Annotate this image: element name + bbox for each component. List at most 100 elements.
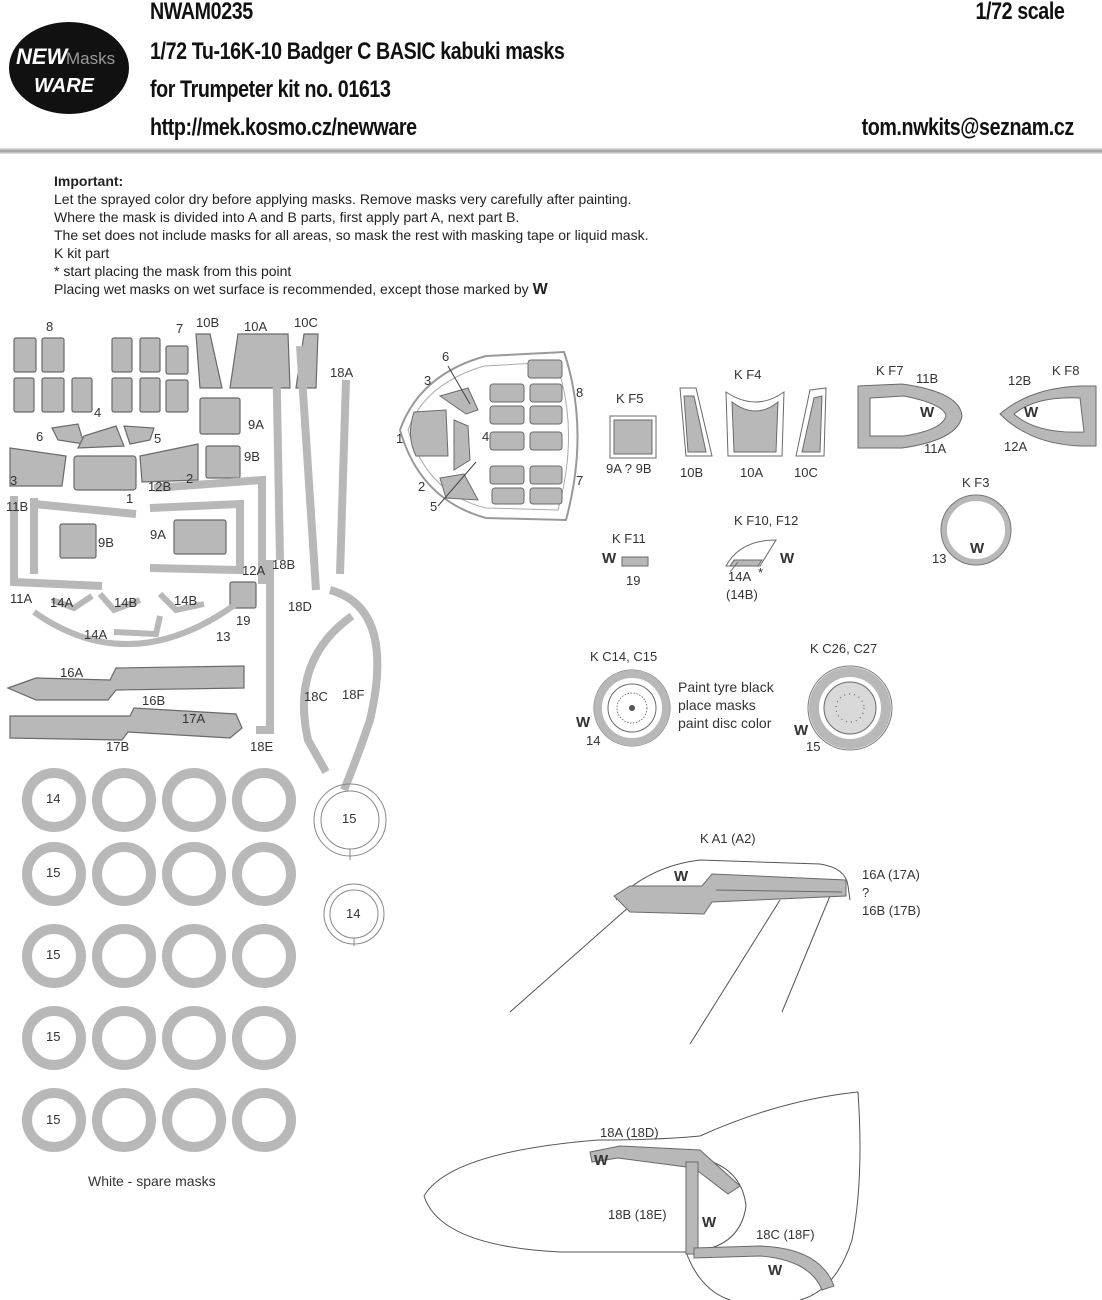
kit-part-label: 16A (17A) <box>862 867 920 882</box>
wet-mask-symbol: W <box>780 550 795 567</box>
kit-part-label: K C26, C27 <box>810 641 878 656</box>
wheel-label: 14 <box>346 906 361 921</box>
sheet-label: 17B <box>106 739 130 754</box>
sheet-label: 3 <box>10 473 18 488</box>
canopy-label: 7 <box>576 473 584 488</box>
kit-part-label: K F8 <box>1052 363 1080 378</box>
sheet-label: 14B <box>174 593 198 608</box>
canopy-label: 3 <box>424 373 432 388</box>
kit-part-label: K F4 <box>734 367 762 382</box>
wet-mask-symbol: W <box>768 1262 783 1279</box>
newware-logo: NEW Masks WARE <box>8 20 130 116</box>
sheet-label: 9B <box>98 535 114 550</box>
mask-sheet-left-strips <box>6 665 245 741</box>
sheet-label: 8 <box>46 319 54 334</box>
sheet-label: 10C <box>294 315 318 330</box>
email-link[interactable]: tom.nwkits@seznam.cz <box>861 114 1075 141</box>
sheet-label: 16A <box>60 665 84 680</box>
sheet-label: 10A <box>244 319 268 334</box>
kit-part-label: K C14, C15 <box>590 649 658 664</box>
canopy-label: 8 <box>576 385 584 400</box>
sheet-label: 11A <box>10 591 33 606</box>
kit-part-label: 11B <box>916 371 939 386</box>
kit-part-label: 18C (18F) <box>756 1227 815 1242</box>
instructions-block: Important: Let the sprayed color dry bef… <box>54 172 649 299</box>
kit-part-label: K F11 <box>612 531 646 546</box>
sheet-label: 16B <box>142 693 166 708</box>
kit-part-label: 19 <box>626 573 641 588</box>
kit-part-label: 15 <box>806 739 821 754</box>
kit-part-label: 12B <box>1008 373 1032 388</box>
wheel-label: 15 <box>342 811 357 826</box>
sheet-label: 9A <box>150 527 166 542</box>
sheet-label: 5 <box>154 431 162 446</box>
sheet-label: 17A <box>182 711 206 726</box>
canopy-label: 6 <box>442 349 450 364</box>
kit-part-label: K F3 <box>962 475 990 490</box>
sheet-label: 18D <box>288 599 312 614</box>
kit-part-f7-drawing <box>857 383 963 449</box>
wheel-label: 14 <box>46 791 61 806</box>
sheet-label: 6 <box>36 429 44 444</box>
sheet-label: 1 <box>126 491 134 506</box>
kit-part-label: 9A ? 9B <box>606 461 652 476</box>
sheet-label: 19 <box>236 613 251 628</box>
nacelle-diagram <box>423 1091 861 1300</box>
canopy-label: 5 <box>430 499 438 514</box>
wheel-label: 15 <box>46 947 61 962</box>
product-subtitle: for Trumpeter kit no. 01613 <box>150 76 391 103</box>
website-link[interactable]: http://mek.kosmo.cz/newware <box>150 114 417 141</box>
kit-part-label: (14B) <box>726 587 758 602</box>
kit-part-f5-drawing <box>609 415 657 459</box>
kit-part-label: K F10, F12 <box>734 513 799 528</box>
sheet-label: 11B <box>6 499 29 514</box>
instruction-line: The set does not include masks for all a… <box>54 227 649 243</box>
kit-part-f10-drawing <box>725 539 777 573</box>
kit-part-label: K F5 <box>616 391 644 406</box>
kit-part-label: 11A <box>924 441 947 456</box>
kit-part-label: 12A <box>1004 439 1028 454</box>
wheel-painting-note: paint disc color <box>678 715 772 731</box>
kit-part-label: 10C <box>794 465 818 480</box>
wet-mask-symbol: W <box>920 404 935 421</box>
kit-part-f11-drawing <box>621 556 649 567</box>
sheet-label: 18A <box>330 365 354 380</box>
instruction-line: * start placing the mask from this point <box>54 263 292 279</box>
kit-part-c14-wheel-drawing <box>593 669 671 747</box>
kit-part-label: ? <box>862 885 870 900</box>
wheel-label: 15 <box>46 1029 61 1044</box>
sheet-label: 12A <box>242 563 266 578</box>
kit-part-label: K F7 <box>876 363 904 378</box>
spare-wheel-masks <box>22 768 387 1152</box>
product-code: NWAM0235 <box>150 0 253 25</box>
mask-sheet-left-canopy <box>9 333 319 609</box>
sheet-label: 18E <box>250 739 274 754</box>
wet-mask-symbol: W <box>576 714 591 731</box>
kit-part-c26-wheel-drawing <box>807 665 893 751</box>
canopy-label: 4 <box>482 429 490 444</box>
kit-part-label: K A1 (A2) <box>700 831 756 846</box>
wet-mask-symbol: W <box>602 550 617 567</box>
sheet-label: 10B <box>196 315 220 330</box>
wet-mask-symbol: W <box>970 540 985 557</box>
sheet-label: 9B <box>244 449 260 464</box>
wet-mask-symbol: W <box>674 868 689 885</box>
instruction-line: Let the sprayed color dry before applyin… <box>54 191 632 207</box>
kit-part-label: 13 <box>932 551 947 566</box>
mask-sheet-left-frames <box>10 343 382 792</box>
kit-part-f4-drawing <box>679 387 827 457</box>
kit-part-label: 10A <box>740 465 764 480</box>
wheel-painting-note: Paint tyre black <box>678 679 774 695</box>
sheet-label: 18F <box>342 687 365 702</box>
kit-part-label: 16B (17B) <box>862 903 921 918</box>
scale-label: 1/72 scale <box>975 0 1064 25</box>
sheet-label: 18C <box>304 689 328 704</box>
wet-mask-symbol: W <box>1024 404 1039 421</box>
logo-word-masks: Masks <box>66 49 115 68</box>
sheet-label: 14B <box>114 595 138 610</box>
instruction-line: K kit part <box>54 245 110 261</box>
sheet-label: 18B <box>272 557 296 572</box>
wheel-painting-note: place masks <box>678 697 756 713</box>
sheet-label: 9A <box>248 417 264 432</box>
